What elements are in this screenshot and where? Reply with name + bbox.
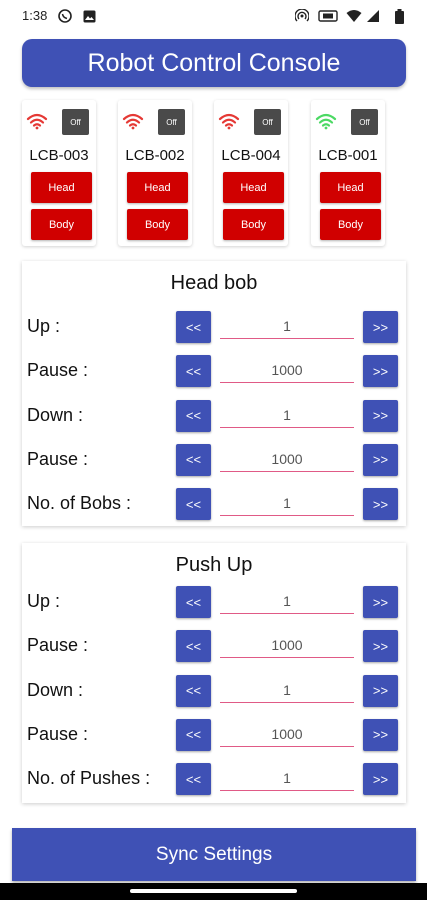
decrement-button[interactable]: << xyxy=(176,674,211,707)
robot-name: LCB-003 xyxy=(29,147,89,164)
battery-icon xyxy=(394,8,404,24)
body-button[interactable]: Body xyxy=(223,209,284,240)
signal-icon xyxy=(366,9,380,23)
decrement-button[interactable]: << xyxy=(176,718,211,751)
decrement-button[interactable]: << xyxy=(176,399,211,432)
body-button[interactable]: Body xyxy=(127,209,188,240)
setting-label: Pause : xyxy=(27,448,89,469)
power-toggle-button[interactable]: Off xyxy=(254,109,281,135)
increment-button[interactable]: >> xyxy=(363,355,398,388)
setting-row: Pause : << 1000 >> xyxy=(22,630,406,663)
decrement-button[interactable]: << xyxy=(176,630,211,663)
increment-button[interactable]: >> xyxy=(363,763,398,796)
setting-row: Pause : << 1000 >> xyxy=(22,718,406,751)
robot-name: LCB-001 xyxy=(318,147,378,164)
setting-row: Down : << 1 >> xyxy=(22,674,406,707)
setting-row: Down : << 1 >> xyxy=(22,399,406,432)
setting-value-field[interactable]: 1 xyxy=(220,315,354,339)
wifi-icon xyxy=(346,9,362,23)
robot-name: LCB-004 xyxy=(221,147,281,164)
wifi-status-icon xyxy=(315,112,337,130)
setting-value-field[interactable]: 1000 xyxy=(220,634,354,659)
decrement-button[interactable]: << xyxy=(176,586,211,618)
setting-label: Down : xyxy=(27,679,84,700)
status-time: 1:38 xyxy=(22,8,48,23)
head-bob-panel: Head bob Up : << 1 >> Pause : << 1000 >> Down : <… xyxy=(22,261,406,526)
decrement-button[interactable]: << xyxy=(176,488,211,521)
head-button[interactable]: Head xyxy=(127,172,188,203)
sync-settings-button[interactable]: Sync Settings xyxy=(12,828,416,881)
decrement-button[interactable]: << xyxy=(176,355,211,388)
setting-value-field[interactable]: 1 xyxy=(220,404,354,428)
setting-value-field[interactable]: 1 xyxy=(220,679,354,703)
vibrate-icon xyxy=(318,9,338,23)
setting-row: Pause : << 1000 >> xyxy=(22,355,406,388)
setting-row: No. of Pushes : << 1 >> xyxy=(22,763,406,796)
head-bob-title: Head bob xyxy=(170,272,258,294)
power-toggle-button[interactable]: Off xyxy=(351,109,378,135)
decrement-button[interactable]: << xyxy=(176,311,211,343)
body-button[interactable]: Body xyxy=(320,209,381,240)
whatsapp-icon xyxy=(58,9,72,23)
app-title: Robot Control Console xyxy=(22,39,406,87)
increment-button[interactable]: >> xyxy=(363,674,398,707)
power-toggle-button[interactable]: Off xyxy=(158,109,185,135)
head-button[interactable]: Head xyxy=(320,172,381,203)
setting-label: Down : xyxy=(27,404,84,425)
setting-value-field[interactable]: 1000 xyxy=(220,448,354,472)
setting-row: No. of Bobs : << 1 >> xyxy=(22,488,406,521)
setting-row: Pause : << 1000 >> xyxy=(22,443,406,476)
setting-row: Up : << 1 >> xyxy=(22,586,406,618)
push-up-title: Push Up xyxy=(175,554,253,576)
increment-button[interactable]: >> xyxy=(363,488,398,521)
increment-button[interactable]: >> xyxy=(363,718,398,751)
home-gesture-handle[interactable] xyxy=(130,889,297,893)
setting-label: Pause : xyxy=(27,635,89,656)
increment-button[interactable]: >> xyxy=(363,399,398,432)
head-button[interactable]: Head xyxy=(223,172,284,203)
setting-label: No. of Pushes : xyxy=(27,768,151,789)
gallery-icon xyxy=(82,9,96,23)
setting-value-field[interactable]: 1 xyxy=(220,590,354,614)
setting-label: Pause : xyxy=(27,360,89,381)
head-button[interactable]: Head xyxy=(31,172,92,203)
navigation-bar xyxy=(0,883,427,900)
increment-button[interactable]: >> xyxy=(363,443,398,476)
setting-value-field[interactable]: 1000 xyxy=(220,723,354,747)
status-bar: 1:38 xyxy=(0,0,427,32)
increment-button[interactable]: >> xyxy=(363,630,398,663)
power-toggle-button[interactable]: Off xyxy=(62,109,89,135)
wifi-status-icon xyxy=(122,112,144,130)
increment-button[interactable]: >> xyxy=(363,586,398,618)
push-up-panel: Push Up Up : << 1 >> Pause : << 1000 >> Down : <<… xyxy=(22,543,406,803)
decrement-button[interactable]: << xyxy=(176,763,211,796)
setting-label: No. of Bobs : xyxy=(27,493,132,514)
setting-value-field[interactable]: 1 xyxy=(220,767,354,792)
robot-name: LCB-002 xyxy=(125,147,185,164)
wifi-status-icon xyxy=(26,112,48,130)
setting-label: Up : xyxy=(27,316,61,336)
setting-value-field[interactable]: 1000 xyxy=(220,359,354,384)
increment-button[interactable]: >> xyxy=(363,311,398,343)
wifi-status-icon xyxy=(218,112,240,130)
body-button[interactable]: Body xyxy=(31,209,92,240)
decrement-button[interactable]: << xyxy=(176,443,211,476)
setting-value-field[interactable]: 1 xyxy=(220,492,354,517)
setting-label: Up : xyxy=(27,591,61,611)
setting-row: Up : << 1 >> xyxy=(22,311,406,343)
setting-label: Pause : xyxy=(27,723,89,744)
hotspot-icon xyxy=(295,9,309,23)
